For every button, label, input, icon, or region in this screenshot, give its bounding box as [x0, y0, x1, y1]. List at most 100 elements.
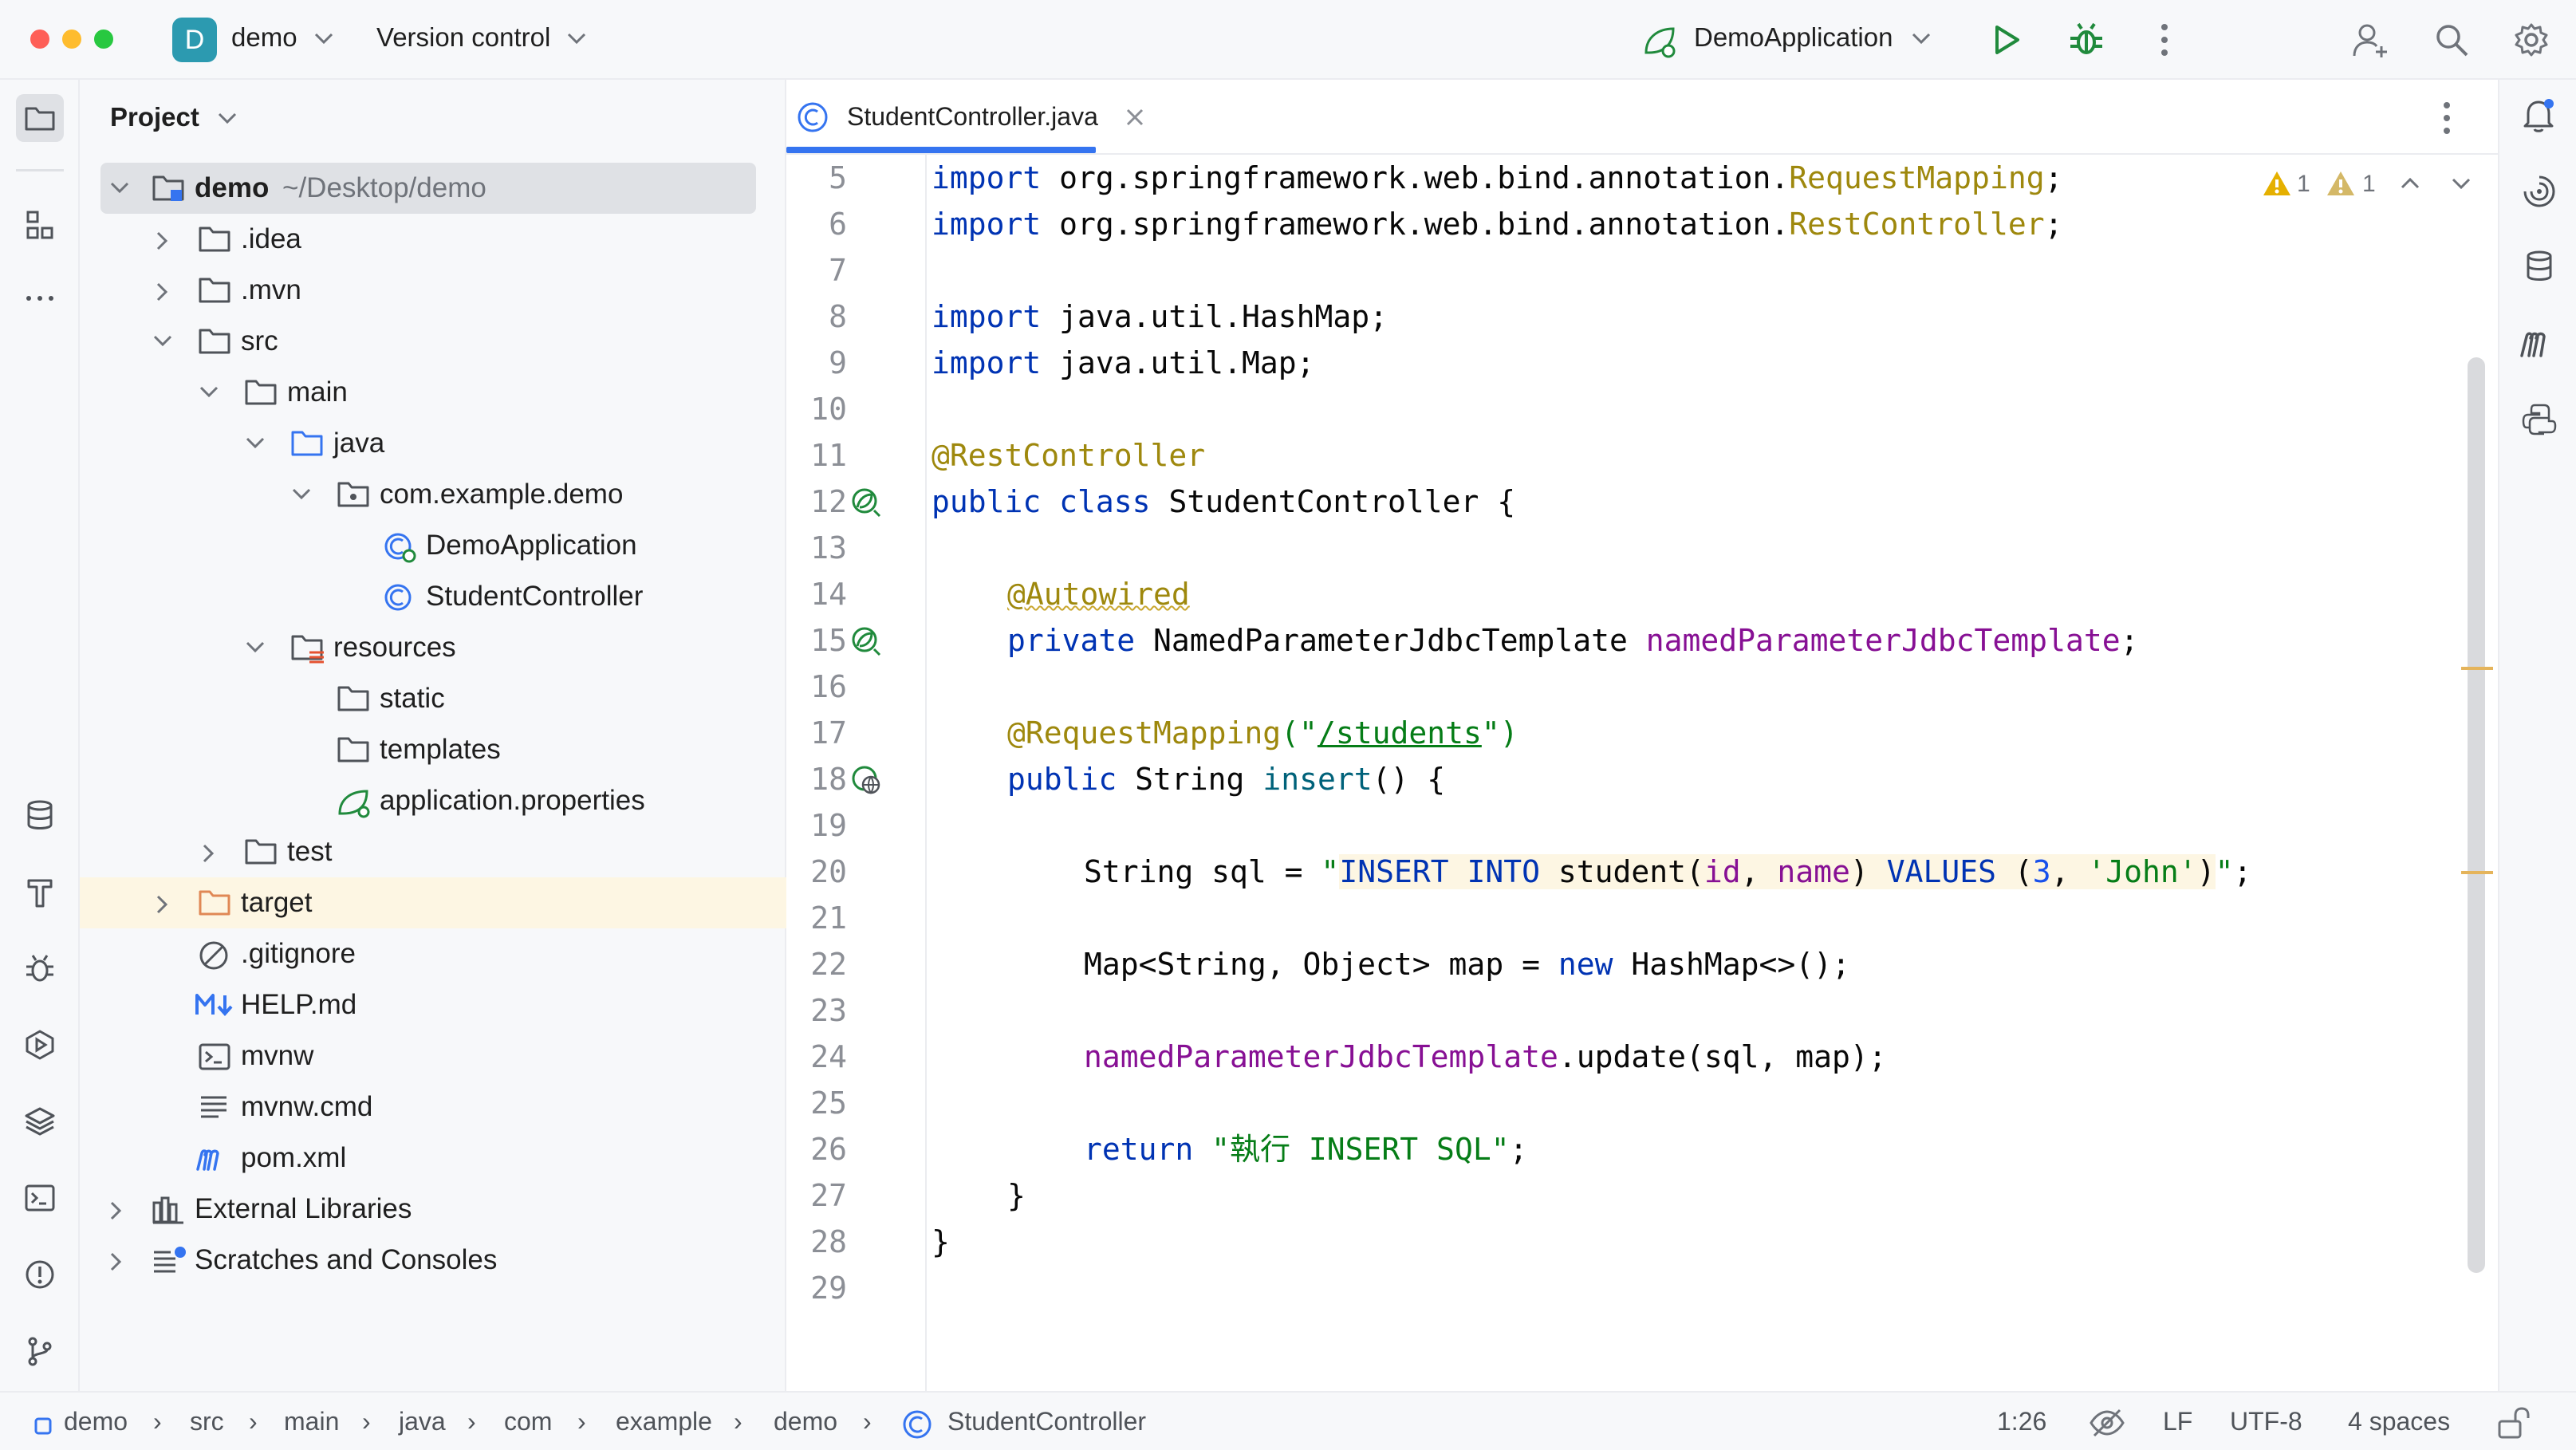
- tree-item-scratches[interactable]: Scratches and Consoles: [80, 1235, 786, 1286]
- project-badge[interactable]: D: [172, 18, 217, 62]
- close-icon[interactable]: [1125, 107, 1145, 128]
- breadcrumb-demo[interactable]: demo: [64, 1407, 128, 1436]
- tree-item-help-md[interactable]: HELP.md: [80, 979, 786, 1030]
- chevron-down-icon[interactable]: [108, 179, 131, 198]
- editor-tab-student-controller[interactable]: StudentController.java: [786, 80, 1144, 155]
- python-console-icon[interactable]: [2522, 402, 2557, 437]
- tree-item-static[interactable]: static: [80, 673, 786, 724]
- tree-item-demo[interactable]: demo ~/Desktop/demo: [80, 163, 786, 214]
- build-tool-button[interactable]: [16, 868, 64, 916]
- project-selector[interactable]: demo: [231, 22, 335, 53]
- tree-item-templates[interactable]: templates: [80, 724, 786, 775]
- tree-item-mvnw[interactable]: mvnw: [80, 1030, 786, 1082]
- chevron-down-icon[interactable]: [244, 638, 266, 657]
- chevron-up-icon[interactable]: [2399, 175, 2421, 191]
- chevron-right-icon[interactable]: [153, 281, 172, 303]
- chevron-down-icon[interactable]: [152, 332, 174, 351]
- chevron-right-icon[interactable]: [107, 1200, 126, 1222]
- spring-bean-gutter-icon[interactable]: [850, 487, 882, 518]
- tree-item-src[interactable]: src: [80, 316, 786, 367]
- window-minimize-button[interactable]: [62, 30, 81, 49]
- vcs-selector[interactable]: Version control: [376, 22, 588, 53]
- breadcrumb-com[interactable]: com: [504, 1407, 553, 1436]
- autowired-gutter-icon[interactable]: [850, 625, 882, 657]
- line-separator[interactable]: LF: [2163, 1407, 2193, 1436]
- indent-setting[interactable]: 4 spaces: [2348, 1407, 2451, 1436]
- code-line-9[interactable]: import java.util.Map;: [932, 340, 1314, 386]
- debug-tool-button[interactable]: [16, 944, 64, 992]
- tree-item-student-controller[interactable]: StudentController: [80, 571, 786, 622]
- project-panel-title[interactable]: Project: [110, 102, 238, 132]
- code-line-20[interactable]: String sql = "INSERT INTO student(id, na…: [1084, 849, 2251, 895]
- tree-item-pom-xml[interactable]: pom.xml: [80, 1133, 786, 1184]
- file-encoding[interactable]: UTF-8: [2230, 1407, 2302, 1436]
- code-line-6[interactable]: import org.springframework.web.bind.anno…: [932, 201, 2062, 247]
- breadcrumb-example[interactable]: example: [616, 1407, 712, 1436]
- tree-item-java[interactable]: java: [80, 418, 786, 469]
- run-icon[interactable]: [1989, 22, 2024, 57]
- breadcrumb-main[interactable]: main: [284, 1407, 340, 1436]
- services-tool-button[interactable]: [16, 1021, 64, 1069]
- code-line-12[interactable]: public class StudentController {: [932, 479, 1515, 525]
- breadcrumb-src[interactable]: src: [190, 1407, 224, 1436]
- tree-item-target[interactable]: target: [80, 877, 786, 928]
- layers-tool-button[interactable]: [16, 1097, 64, 1145]
- code-line-17[interactable]: @RequestMapping("/students"): [1007, 710, 1518, 756]
- code-line-15[interactable]: private NamedParameterJdbcTemplate named…: [1007, 617, 2138, 664]
- code-line-22[interactable]: Map<String, Object> map = new HashMap<>(…: [1084, 941, 1850, 987]
- problems-tool-button[interactable]: [16, 1251, 64, 1298]
- endpoint-gutter-icon[interactable]: [850, 764, 882, 796]
- code-line-18[interactable]: public String insert() {: [1007, 756, 1445, 802]
- project-tool-button[interactable]: [16, 94, 64, 142]
- tree-item-demo-application[interactable]: DemoApplication: [80, 520, 786, 571]
- tree-item-mvnw-cmd[interactable]: mvnw.cmd: [80, 1082, 786, 1133]
- tree-item-main[interactable]: main: [80, 367, 786, 418]
- tree-item-test[interactable]: test: [80, 826, 786, 877]
- structure-tool-button[interactable]: [16, 201, 64, 249]
- git-tool-button[interactable]: [16, 1327, 64, 1375]
- window-maximize-button[interactable]: [94, 30, 113, 49]
- terminal-tool-button[interactable]: [16, 1174, 64, 1222]
- editor-scrollbar[interactable]: [2468, 357, 2485, 1273]
- code-line-28[interactable]: }: [932, 1219, 950, 1265]
- chevron-right-icon[interactable]: [199, 842, 219, 865]
- window-close-button[interactable]: [30, 30, 49, 49]
- tree-item-application-properties[interactable]: application.properties: [80, 775, 786, 826]
- tree-item-external-libraries[interactable]: External Libraries: [80, 1184, 786, 1235]
- code-line-27[interactable]: }: [1007, 1172, 1026, 1219]
- add-user-icon[interactable]: [2351, 21, 2389, 59]
- warning-stripe-mark[interactable]: [2461, 667, 2493, 670]
- run-config-selector[interactable]: DemoApplication: [1694, 22, 1932, 53]
- tree-item-gitignore[interactable]: .gitignore: [80, 928, 786, 979]
- search-icon[interactable]: [2434, 22, 2469, 57]
- settings-gear-icon[interactable]: [2514, 22, 2549, 57]
- chevron-right-icon[interactable]: [153, 893, 172, 916]
- chevron-down-icon[interactable]: [198, 383, 220, 402]
- code-line-26[interactable]: return "執行 INSERT SQL";: [1084, 1126, 1527, 1172]
- unlock-icon[interactable]: [2496, 1405, 2531, 1440]
- breadcrumb-java[interactable]: java: [399, 1407, 446, 1436]
- ai-assistant-icon[interactable]: [2522, 174, 2557, 209]
- tree-item-idea[interactable]: .idea: [80, 214, 786, 265]
- chevron-right-icon[interactable]: [153, 230, 172, 252]
- tree-item-resources[interactable]: resources: [80, 622, 786, 673]
- code-vision-off-icon[interactable]: [2088, 1405, 2126, 1440]
- warning-stripe-mark[interactable]: [2461, 871, 2493, 874]
- url-path-token[interactable]: /students: [1317, 715, 1482, 751]
- code-line-14[interactable]: @Autowired: [1007, 571, 1190, 617]
- breadcrumb-demo-package[interactable]: demo: [774, 1407, 838, 1436]
- code-line-11[interactable]: @RestController: [932, 432, 1205, 479]
- tree-item-package[interactable]: com.example.demo: [80, 469, 786, 520]
- code-line-5[interactable]: import org.springframework.web.bind.anno…: [932, 155, 2062, 201]
- chevron-down-icon[interactable]: [290, 485, 313, 504]
- database-icon[interactable]: [2522, 249, 2557, 284]
- tree-item-mvn[interactable]: .mvn: [80, 265, 786, 316]
- chevron-down-icon[interactable]: [2450, 175, 2472, 191]
- database-tool-button[interactable]: [16, 791, 64, 839]
- debug-icon[interactable]: [2067, 21, 2105, 59]
- code-line-24[interactable]: namedParameterJdbcTemplate.update(sql, m…: [1084, 1034, 1887, 1080]
- notifications-bell-icon[interactable]: [2522, 96, 2557, 134]
- caret-position[interactable]: 1:26: [1997, 1407, 2047, 1436]
- more-tools-button[interactable]: [16, 274, 64, 322]
- maven-icon[interactable]: [2519, 325, 2560, 361]
